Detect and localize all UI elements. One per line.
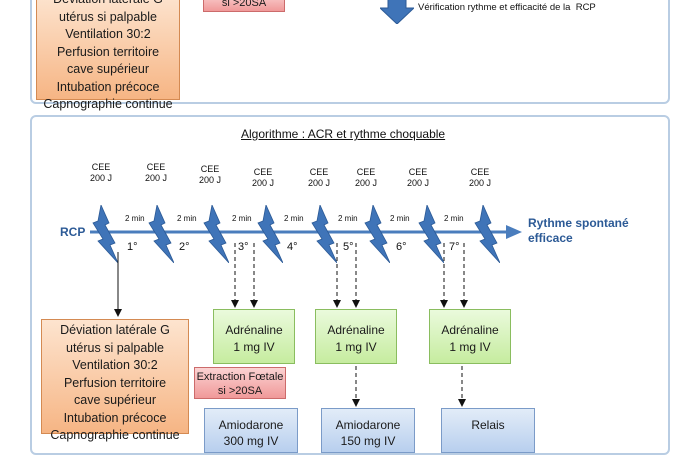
- rcp-label: RCP: [60, 225, 86, 239]
- lightning-bolt-icon: [364, 205, 390, 263]
- measure-line: cave supérieur: [74, 393, 156, 407]
- measure-line: Capnographie continue: [50, 428, 180, 442]
- lightning-bolt-icon: [257, 205, 283, 263]
- interval-label: 2 min: [177, 214, 197, 223]
- measure-line: utérus si palpable: [66, 340, 164, 355]
- top-orange-line: utérus si palpable: [59, 9, 157, 24]
- lightning-bolt-icon: [203, 205, 229, 263]
- measure-line: Ventilation 30:2: [72, 358, 158, 372]
- cycle-label: 5°: [343, 241, 354, 253]
- lightning-bolt-icon: [474, 205, 500, 263]
- end-label-line: Rythme spontané: [528, 216, 629, 230]
- lightning-bolt-icon: [92, 205, 118, 263]
- lightning-bolt-icon: [311, 205, 337, 263]
- end-label-line: efficace: [528, 231, 573, 245]
- relais-box: Relais: [441, 408, 535, 453]
- top-orange-line: Ventilation 30:2: [65, 27, 151, 41]
- cycle-label: 1°: [127, 241, 138, 253]
- top-extraction-text: si >20SA: [221, 0, 267, 9]
- cycle-label: 7°: [449, 241, 460, 253]
- top-orange-line: Déviation latérale G: [37, 0, 179, 9]
- cycle-label: 3°: [238, 241, 249, 253]
- algorithm-title: Algorithme : ACR et rythme choquable: [241, 127, 446, 141]
- end-label: Rythme spontané efficace: [528, 216, 629, 246]
- interval-label: 2 min: [338, 214, 358, 223]
- cycle-label: 6°: [396, 241, 407, 253]
- cycle-label: 4°: [287, 241, 298, 253]
- interval-label: 2 min: [232, 214, 252, 223]
- top-orange-line: Capnographie continue: [43, 97, 173, 111]
- top-orange-line: Intubation précoce: [56, 79, 160, 94]
- interval-label: 2 min: [125, 214, 145, 223]
- measure-line: Déviation latérale G: [60, 323, 170, 337]
- top-orange-line: Perfusion territoire: [56, 44, 160, 59]
- lightning-bolt-icon: [418, 205, 444, 263]
- cycle-label: 2°: [179, 241, 190, 253]
- measure-line: Intubation précoce: [63, 410, 167, 425]
- orange-measures-box: Déviation latérale G utérus si palpable …: [41, 319, 189, 442]
- extraction-foetale-box: Extraction Fœtale si >20SA: [194, 367, 286, 399]
- interval-label: 2 min: [444, 214, 464, 223]
- flow-connectors: [114, 243, 468, 407]
- top-orange-box: Déviation latérale G utérus si palpable …: [36, 0, 180, 111]
- interval-label: 2 min: [284, 214, 304, 223]
- top-down-arrow: [380, 0, 414, 24]
- top-orange-line: cave supérieur: [67, 62, 149, 76]
- lightning-bolt-icon: [148, 205, 174, 263]
- top-extraction-box: si >20SA: [203, 0, 285, 12]
- interval-label: 2 min: [390, 214, 410, 223]
- measure-line: Perfusion territoire: [63, 375, 167, 390]
- verification-text: Vérification rythme et efficacité de la …: [418, 2, 596, 13]
